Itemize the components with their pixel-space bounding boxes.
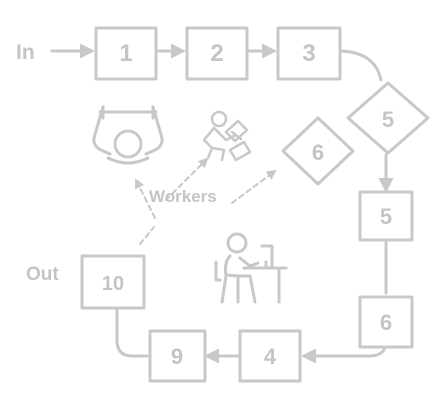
- flow-3-to-5-diamond: [338, 49, 383, 82]
- worker-link-bottom: [139, 226, 155, 245]
- step-box-3: [276, 26, 342, 81]
- step-label-diamond-5: 5: [382, 107, 394, 132]
- step-box-9: [148, 329, 207, 383]
- step-label-9: 9: [171, 344, 183, 369]
- step-box-6-right: [358, 295, 414, 349]
- step-box-2: [185, 26, 249, 81]
- step-label-1: 1: [119, 40, 132, 67]
- step-diamond-6: [281, 116, 355, 186]
- output-label: Out: [26, 264, 59, 285]
- flow-9-to-10: [115, 308, 149, 358]
- step-label-diamond-6: 6: [312, 140, 324, 165]
- worker-link-right: [231, 169, 277, 204]
- step-label-3: 3: [302, 40, 315, 67]
- worker-top-view-icon: [92, 105, 164, 165]
- worker-at-workbench-icon: [202, 110, 252, 162]
- worker-links: [135, 157, 277, 245]
- step-box-4: [238, 329, 302, 383]
- step-label-4: 4: [264, 344, 277, 369]
- step-box-5: [358, 190, 414, 242]
- worker-link-top-left: [135, 178, 156, 219]
- input-label: In: [16, 41, 35, 64]
- step-label-2: 2: [210, 40, 223, 67]
- step-diamond-5: [346, 81, 430, 155]
- step-box-10: [80, 254, 146, 310]
- worker-link-top-right: [165, 157, 209, 201]
- step-box-1: [94, 26, 158, 81]
- workers-label: Workers: [149, 187, 217, 206]
- worker-at-desk-icon: [214, 232, 288, 304]
- step-label-box-6: 6: [380, 310, 392, 335]
- step-label-10: 10: [102, 273, 124, 295]
- step-label-box-5: 5: [380, 204, 392, 229]
